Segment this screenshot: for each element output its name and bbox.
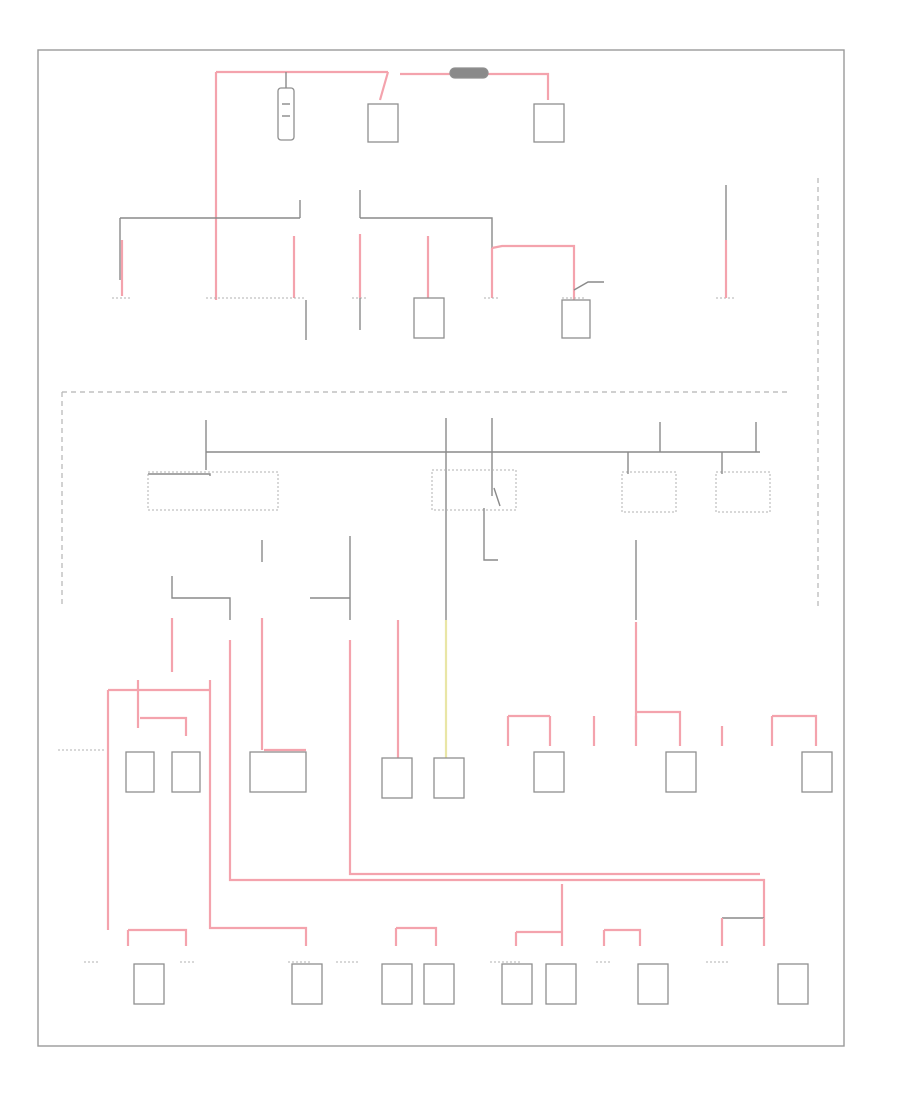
bottom-comp-3	[381, 963, 413, 1005]
bottom-comp-6	[545, 963, 577, 1005]
relay-top-box	[561, 299, 591, 339]
lower-section	[58, 618, 833, 1005]
bottom-comp-5	[501, 963, 533, 1005]
long-red-branch-2	[208, 680, 308, 946]
generator-symbol	[533, 103, 565, 143]
bottom-comp-1	[133, 963, 165, 1005]
diagram-frame	[37, 49, 845, 1047]
long-red-branch-3	[348, 640, 760, 876]
bottom-comp-4	[423, 963, 455, 1005]
left-comp-2	[171, 751, 201, 793]
mid-comp-2	[433, 757, 465, 799]
top-fuse-bus	[120, 217, 493, 248]
right-comp-2	[665, 751, 697, 793]
top-section	[112, 67, 819, 610]
ecm-top-box	[413, 297, 445, 339]
right-top-red-wire	[491, 244, 576, 300]
right-comp-1	[533, 751, 565, 793]
central-relay-box	[431, 469, 517, 511]
middle-section	[147, 418, 771, 620]
bottom-comp-8	[777, 963, 809, 1005]
section-separator	[61, 391, 790, 608]
ecm-wide-box	[249, 751, 307, 793]
bottom-comp-2	[291, 963, 323, 1005]
mid-comp-1	[381, 757, 413, 799]
left-comp-1	[125, 751, 155, 793]
battery-main-feed-wire	[214, 70, 388, 300]
battery-symbol	[277, 87, 295, 141]
bottom-comp-7	[637, 963, 669, 1005]
right-comp-3	[801, 751, 833, 793]
long-red-branch-1	[228, 640, 766, 918]
fusible-link-wire	[378, 71, 550, 101]
starter-symbol	[367, 103, 399, 143]
fusible-link	[449, 67, 489, 79]
